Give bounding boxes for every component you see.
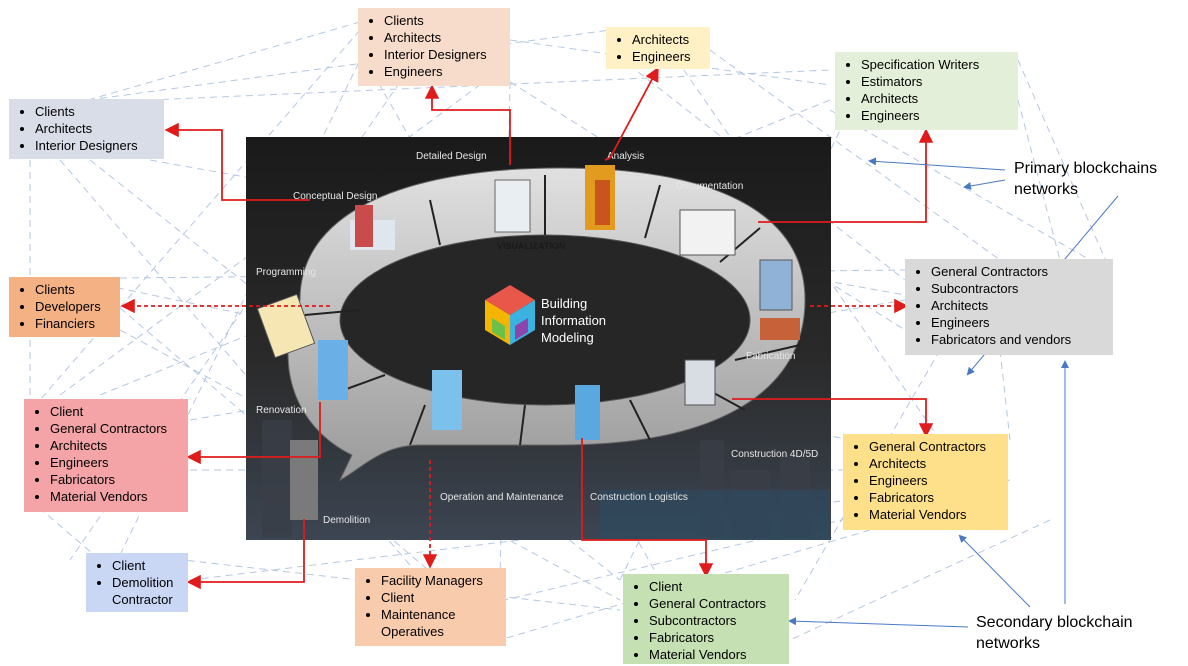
stakeholder-item: Client [381,589,498,606]
stakeholder-item: Fabricators [869,489,1000,506]
stakeholders-analysis: Architects Engineers [606,27,710,69]
stakeholders-fabrication: General Contractors Subcontractors Archi… [905,259,1113,355]
stakeholder-item: Engineers [50,454,180,471]
stakeholder-item: Maintenance Operatives [381,606,498,640]
stakeholder-item: Fabricators [649,629,781,646]
stakeholder-item: Clients [35,103,156,120]
stakeholder-item: General Contractors [931,263,1105,280]
stage-label-analysis: Analysis [607,151,644,162]
stakeholder-item: Developers [35,298,112,315]
stakeholder-item: Estimators [861,73,1010,90]
stakeholder-item: Clients [35,281,112,298]
stage-label-logistics: Construction Logistics [590,492,688,503]
stakeholders-programming: Clients Developers Financiers [9,277,120,337]
stage-label-fabrication: Fabrication [746,351,795,362]
stage-label-renovation: Renovation [256,405,307,416]
stakeholder-item: Subcontractors [931,280,1105,297]
stage-label-demolition: Demolition [323,515,370,526]
stakeholders-documentation: Specification Writers Estimators Archite… [835,52,1018,130]
bim-title-line-1: Building [541,296,587,311]
stakeholders-construction-logistics: Client General Contractors Subcontractor… [623,574,789,664]
stage-label-documentation: Documentation [676,181,743,192]
stakeholder-item: Architects [861,90,1010,107]
stakeholder-item: Engineers [869,472,1000,489]
stakeholder-item: General Contractors [869,438,1000,455]
stage-label-programming: Programming [256,267,316,278]
stage-label-conceptual-design: Conceptual Design [293,191,378,202]
stakeholder-item: General Contractors [50,420,180,437]
stakeholder-item: Client [50,403,180,420]
stakeholders-construction-4d5d: General Contractors Architects Engineers… [843,434,1008,530]
building-models [256,165,800,520]
stakeholder-item: Engineers [632,48,702,65]
stakeholder-item: General Contractors [649,595,781,612]
stakeholders-demolition: Client Demolition Contractor [86,553,188,612]
stakeholders-detailed-design: Clients Architects Interior Designers En… [358,8,510,86]
stakeholder-item: Material Vendors [869,506,1000,523]
stakeholders-renovation: Client General Contractors Architects En… [24,399,188,512]
stakeholder-item: Interior Designers [35,137,156,154]
stakeholder-item: Financiers [35,315,112,332]
stakeholder-item: Specification Writers [861,56,1010,73]
stakeholder-item: Architects [35,120,156,137]
bim-cube-icon [485,285,535,345]
stakeholders-conceptual-design: Clients Architects Interior Designers [9,99,164,159]
stakeholder-item: Architects [50,437,180,454]
stakeholder-item: Fabricators and vendors [931,331,1105,348]
stakeholder-item: Demolition Contractor [112,574,180,608]
stakeholders-operation-maintenance: Facility Managers Client Maintenance Ope… [355,568,506,646]
stage-connectors [120,66,934,590]
water [600,490,830,540]
stakeholder-item: Engineers [861,107,1010,124]
stakeholder-item: Interior Designers [384,46,502,63]
stakeholder-item: Facility Managers [381,572,498,589]
stakeholder-item: Material Vendors [649,646,781,663]
legend-secondary-networks: Secondary blockchain networks [976,614,1133,652]
stakeholder-item: Engineers [931,314,1105,331]
stakeholder-item: Material Vendors [50,488,180,505]
bim-title-line-3: Modeling [541,330,594,345]
legend-arrows [788,157,1119,628]
stakeholder-item: Architects [869,455,1000,472]
stage-label-detailed-design: Detailed Design [416,151,487,162]
stakeholder-item: Architects [931,297,1105,314]
stakeholder-item: Client [649,578,781,595]
stakeholder-item: Architects [384,29,502,46]
stakeholder-item: Clients [384,12,502,29]
stakeholder-item: Fabricators [50,471,180,488]
stakeholder-item: Subcontractors [649,612,781,629]
stage-label-operation: Operation and Maintenance [440,492,564,503]
bim-lifecycle-image: Detailed Design Analysis Documentation C… [246,137,831,540]
legend-primary-networks: Primary blockchains networks [1014,160,1158,198]
bim-title-line-2: Information [541,313,606,328]
stakeholder-item: Engineers [384,63,502,80]
stage-label-construction-4d5d: Construction 4D/5D [731,449,818,460]
stakeholder-item: Client [112,557,180,574]
stakeholder-item: Architects [632,31,702,48]
ring-visualization-label: VISUALIZATION [497,241,565,251]
